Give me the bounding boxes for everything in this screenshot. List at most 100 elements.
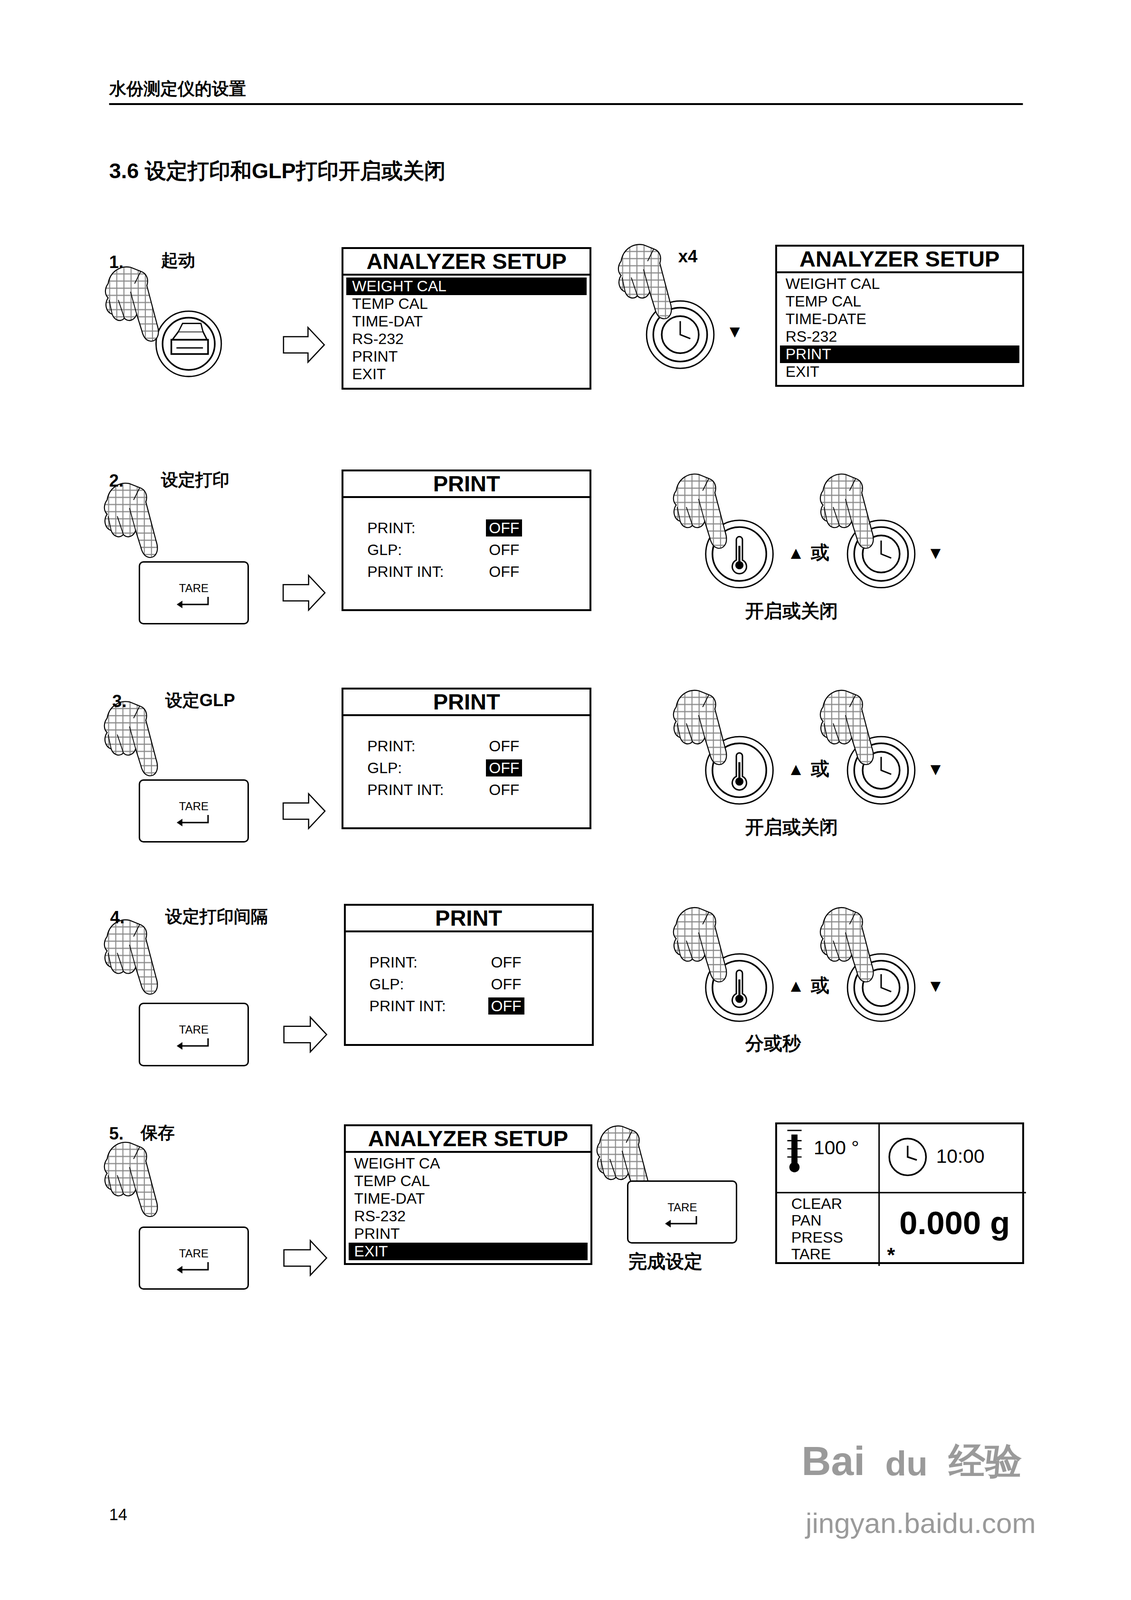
annotation: 或 xyxy=(810,542,830,563)
menu-item: EXIT xyxy=(348,1242,589,1260)
watermark: 经验 xyxy=(948,1440,1022,1481)
annotation: 设定打印 xyxy=(161,470,230,490)
annotation: 5. xyxy=(109,1123,124,1143)
hollow-arrow xyxy=(284,1016,327,1052)
setting-value: OFF xyxy=(488,997,525,1015)
weight-value: 0.000 g xyxy=(899,1203,1010,1243)
annotation: ▲ xyxy=(787,543,805,563)
lcd-screen: ANALYZER SETUPWEIGHT CALTEMP CALTIME-DAT… xyxy=(341,247,592,390)
menu-item: PRINT xyxy=(348,1224,589,1243)
lcd-screen: PRINTPRINT:OFFGLP:OFFPRINT INT:OFF xyxy=(341,687,592,829)
setting-name: PRINT INT: xyxy=(367,560,486,583)
lcd-screen: PRINTPRINT:OFFGLP:OFFPRINT INT:OFF xyxy=(343,903,594,1046)
pointing-hand xyxy=(104,701,158,776)
annotation: 设定GLP xyxy=(165,690,236,710)
section-title: 3.6 设定打印和GLP打印开启或关闭 xyxy=(109,159,446,183)
setting-value: OFF xyxy=(485,780,523,799)
stability-mark: * xyxy=(887,1242,896,1267)
annotation: ▲ xyxy=(787,976,805,996)
key-label: TARE xyxy=(140,562,248,595)
setting-value: OFF xyxy=(488,975,525,993)
menu-item: PRINT xyxy=(346,347,587,366)
tare-key: TARE xyxy=(138,1226,249,1290)
annotation: 水份测定仪的设置 xyxy=(109,79,247,99)
key-label: TARE xyxy=(140,1003,248,1036)
enter-symbol xyxy=(174,595,213,610)
screen-title: ANALYZER SETUP xyxy=(777,246,1023,274)
temperature-value: 100 ° xyxy=(813,1135,860,1160)
hollow-arrow xyxy=(283,575,325,610)
setting-name: PRINT: xyxy=(367,734,486,757)
menu-item: EXIT xyxy=(346,365,587,383)
hollow-arrow xyxy=(284,1240,327,1275)
menu-item: PRINT xyxy=(779,345,1020,363)
menu-item: TEMP CAL xyxy=(779,292,1020,311)
menu-item: TIME-DATE xyxy=(779,310,1020,328)
tare-key: TARE xyxy=(138,779,249,843)
enter-symbol xyxy=(174,1036,213,1052)
annotation: 完成设定 xyxy=(628,1251,703,1272)
setting-value: OFF xyxy=(485,519,523,537)
screen-title: PRINT xyxy=(343,471,590,498)
setting-value: OFF xyxy=(485,759,523,777)
annotation: 开启或关闭 xyxy=(745,600,838,622)
setting-name: PRINT INT: xyxy=(367,778,486,801)
annotation: ▼ xyxy=(927,543,945,563)
lcd-screen: PRINTPRINT:OFFGLP:OFFPRINT INT:OFF xyxy=(341,469,592,611)
hollow-arrow xyxy=(283,793,325,828)
setting-value: OFF xyxy=(485,541,523,559)
annotation: 1. xyxy=(109,252,124,272)
pointing-hand xyxy=(673,690,727,765)
key-label: TARE xyxy=(628,1181,736,1214)
pointing-hand xyxy=(104,483,158,558)
menu-item: WEIGHT CAL xyxy=(779,275,1020,293)
print-key xyxy=(155,311,221,377)
setting-value: OFF xyxy=(485,737,523,755)
enter-symbol xyxy=(174,813,213,828)
watermark: Bai xyxy=(801,1437,866,1483)
annotation: ▼ xyxy=(927,759,945,779)
pointing-hand xyxy=(820,907,874,982)
annotation: ▼ xyxy=(927,976,945,996)
annotation: 起动 xyxy=(161,250,196,270)
watermark: du xyxy=(885,1444,928,1483)
setting-value: OFF xyxy=(485,562,523,580)
annotation: 设定打印间隔 xyxy=(165,906,268,926)
hollow-arrow xyxy=(283,327,325,362)
weighing-display: 100 ° 10:00CLEAR PAN PRESS TARE 0.000 g* xyxy=(775,1121,1025,1264)
pointing-hand xyxy=(104,1141,158,1217)
annotation: 2. xyxy=(109,471,124,491)
pointing-hand xyxy=(618,244,672,319)
annotation: 开启或关闭 xyxy=(745,817,838,838)
lcd-screen: ANALYZER SETUPWEIGHT CATEMP CALTIME-DATR… xyxy=(343,1123,593,1265)
pointing-hand xyxy=(820,690,874,765)
annotation: ▲ xyxy=(787,759,805,779)
setting-name: GLP: xyxy=(369,972,489,995)
menu-item: RS-232 xyxy=(779,327,1020,346)
setting-name: PRINT: xyxy=(367,516,486,539)
time-value: 10:00 xyxy=(936,1144,985,1168)
annotation: 3. xyxy=(112,691,127,711)
setting-name: PRINT INT: xyxy=(369,994,489,1017)
instruction-text: CLEAR PAN PRESS TARE xyxy=(791,1195,844,1263)
lcd-screen: ANALYZER SETUPWEIGHT CALTEMP CALTIME-DAT… xyxy=(775,244,1025,387)
key-label: TARE xyxy=(140,780,248,813)
menu-item: TIME-DAT xyxy=(348,1189,589,1208)
watermark: jingyan.baidu.com xyxy=(805,1507,1036,1539)
screen-title: ANALYZER SETUP xyxy=(343,248,590,276)
pointing-hand xyxy=(673,474,727,549)
pointing-hand xyxy=(105,266,159,342)
menu-item: TEMP CAL xyxy=(346,294,587,313)
screen-title: PRINT xyxy=(343,689,590,716)
tare-key: TARE xyxy=(138,1002,249,1066)
annotation: 4. xyxy=(110,907,125,927)
menu-item: WEIGHT CA xyxy=(348,1154,589,1172)
screen-title: ANALYZER SETUP xyxy=(345,1125,591,1153)
tare-key: TARE xyxy=(627,1179,738,1244)
annotation: 保存 xyxy=(140,1122,175,1142)
annotation: 分或秒 xyxy=(745,1033,801,1054)
enter-symbol xyxy=(174,1260,213,1275)
menu-item: RS-232 xyxy=(348,1207,589,1225)
screen-title: PRINT xyxy=(345,905,592,932)
tare-key: TARE xyxy=(138,560,249,625)
